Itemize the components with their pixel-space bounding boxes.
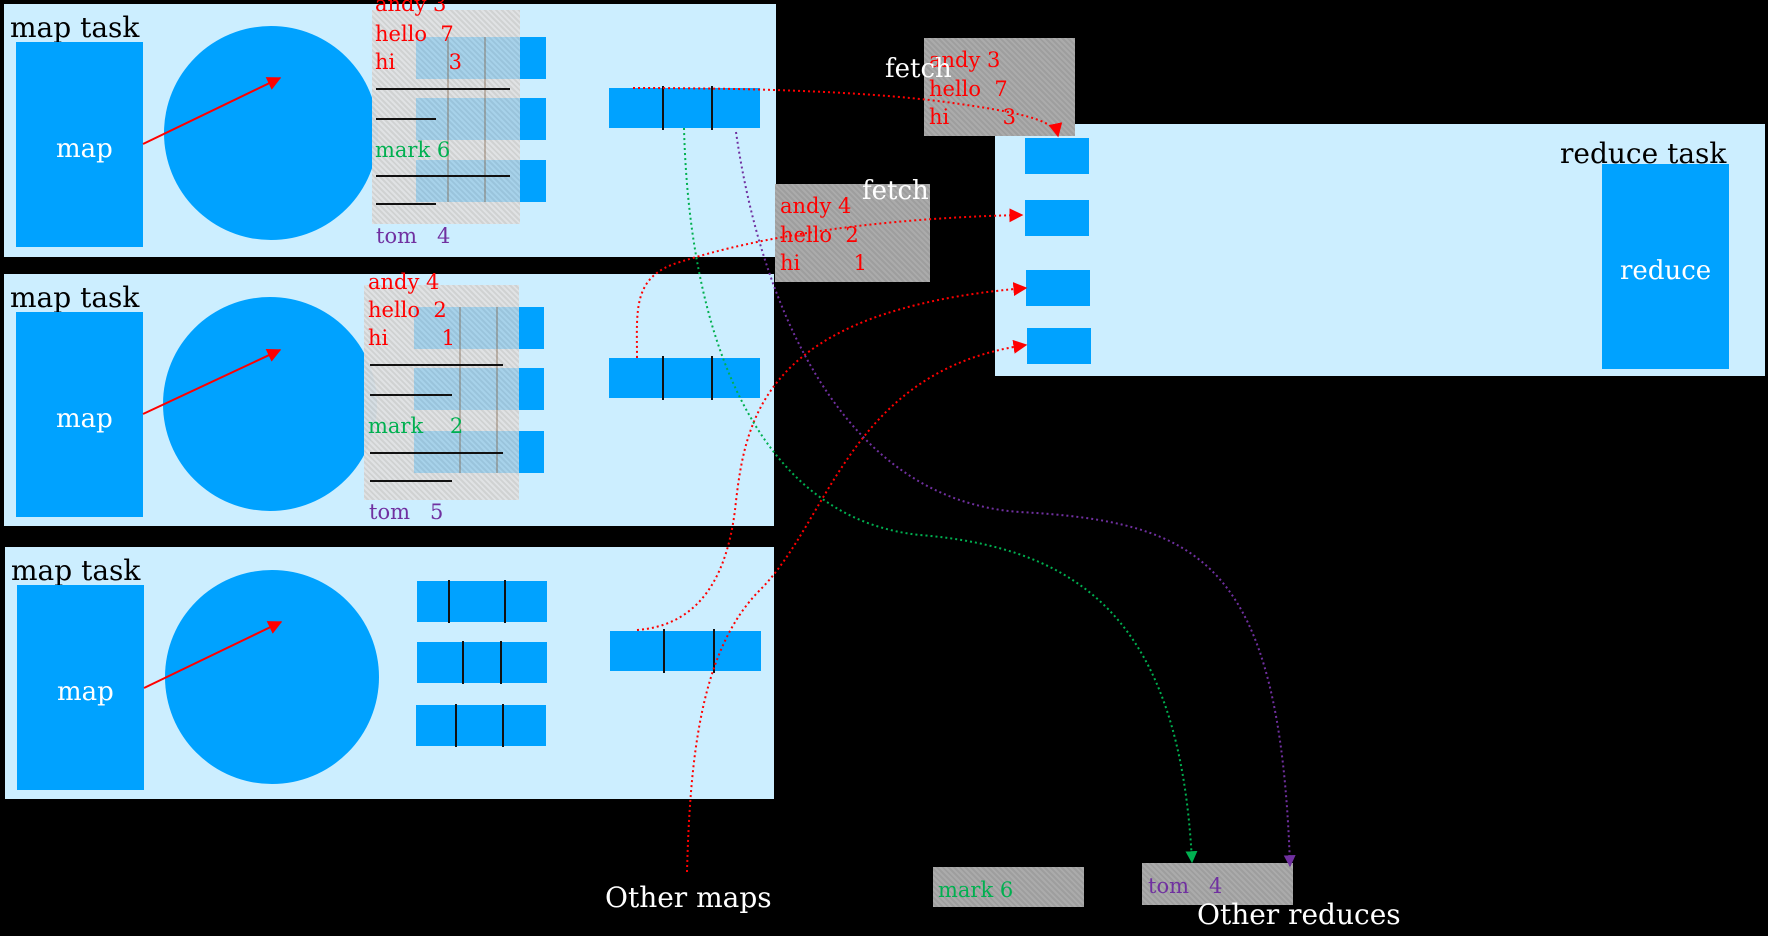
merged-output-3 bbox=[610, 631, 761, 671]
merged-output-2-divider-a bbox=[662, 356, 664, 400]
fetch-box-1-line-2: hello 7 bbox=[929, 77, 1008, 101]
spill-note-1-line-1: andy 3 bbox=[375, 0, 447, 16]
spill-partition-3c bbox=[416, 705, 546, 746]
spill-partition-3c-divider-b bbox=[502, 704, 504, 747]
fetch-path-2 bbox=[635, 208, 1024, 359]
fetch-box-2-line-2: hello 2 bbox=[780, 223, 859, 247]
spill-note-1-line-4: mark 6 bbox=[375, 138, 451, 162]
buffer-circle-2 bbox=[163, 297, 377, 511]
merged-output-1-divider-b bbox=[711, 86, 713, 130]
spill-note-1 bbox=[372, 10, 520, 224]
spill-note-2-line-4: mark 2 bbox=[368, 414, 464, 438]
spill-partition-3c-divider-a bbox=[455, 704, 457, 747]
spill-partition-3b-divider-b bbox=[500, 641, 502, 684]
map-block-2 bbox=[16, 312, 143, 517]
map-label-2: map bbox=[56, 404, 113, 434]
map-block-3 bbox=[17, 585, 144, 790]
spill-note-1-separator-4 bbox=[376, 203, 436, 206]
spill-note-1-line-2: hello 7 bbox=[375, 22, 454, 46]
merged-output-2 bbox=[609, 358, 760, 398]
spill-note-1-separator-1 bbox=[376, 88, 510, 91]
map-task-title-2: map task bbox=[10, 281, 140, 314]
mark-path-other-reduce bbox=[683, 127, 1198, 864]
merged-output-3-divider-b bbox=[713, 629, 715, 673]
spill-note-1-separator-2 bbox=[376, 118, 436, 121]
fetch-box-1 bbox=[924, 38, 1075, 136]
reduce-label: reduce bbox=[1620, 256, 1712, 286]
fetch-box-2-line-3: hi 1 bbox=[780, 251, 868, 275]
tom-path-other-reduce bbox=[735, 131, 1296, 868]
fetch-box-1-line-3: hi 3 bbox=[929, 105, 1017, 129]
spill-note-1-line-3: hi 3 bbox=[375, 50, 463, 74]
fetch-path-3 bbox=[636, 282, 1028, 631]
map-task-title-3: map task bbox=[11, 554, 141, 587]
spill-note-2-line-1: andy 4 bbox=[368, 270, 440, 294]
fetch-path-1 bbox=[632, 87, 1063, 138]
map-block-1 bbox=[16, 42, 143, 247]
bottom-box-mark-text: mark 6 bbox=[938, 878, 1014, 902]
map-to-buffer-arrow-3 bbox=[143, 621, 283, 689]
map-task-title-1: map task bbox=[10, 11, 140, 44]
bottom-box-tom-text: tom 4 bbox=[1148, 874, 1223, 898]
spill-partition-3b-divider-a bbox=[462, 641, 464, 684]
map-label-3: map bbox=[57, 677, 114, 707]
merged-output-1-divider-a bbox=[662, 86, 664, 130]
fetch-label-2: fetch bbox=[862, 176, 929, 206]
reduce-input-4 bbox=[1027, 328, 1091, 364]
bottom-box-mark bbox=[933, 867, 1084, 907]
spill-note-2-separator-2 bbox=[370, 394, 452, 397]
fetch-box-2-line-1: andy 4 bbox=[780, 194, 852, 218]
spill-note-1-separator-3 bbox=[376, 175, 510, 178]
spill-partition-3a bbox=[417, 581, 547, 622]
spill-note-2-line-3: hi 1 bbox=[368, 326, 456, 350]
spill-note-2-separator-3 bbox=[370, 452, 503, 455]
spill-partition-3a-divider-b bbox=[504, 580, 506, 623]
reduce-input-1 bbox=[1025, 138, 1089, 174]
reduce-block bbox=[1602, 164, 1729, 369]
spill-note-2-separator-4 bbox=[370, 480, 452, 483]
other-maps-label: Other maps bbox=[605, 881, 772, 914]
bottom-box-tom bbox=[1142, 863, 1293, 905]
buffer-circle-1 bbox=[164, 26, 378, 240]
merged-output-2-divider-b bbox=[711, 356, 713, 400]
reduce-task-title: reduce task bbox=[1560, 137, 1727, 170]
spill-note-2-separator-1 bbox=[370, 364, 503, 367]
merged-output-3-divider-a bbox=[663, 629, 665, 673]
map-to-buffer-arrow-2 bbox=[142, 348, 282, 415]
fetch-label-1: fetch bbox=[885, 54, 952, 84]
spill-note-1-line-5: tom 4 bbox=[376, 224, 451, 248]
fetch-path-other-maps bbox=[686, 339, 1028, 873]
spill-partition-3a-divider-a bbox=[448, 580, 450, 623]
spill-note-2-line-2: hello 2 bbox=[368, 298, 447, 322]
merged-output-1 bbox=[609, 88, 760, 128]
spill-partition-3b bbox=[417, 642, 547, 683]
map-to-buffer-arrow-1 bbox=[142, 77, 282, 145]
spill-note-2-line-5: tom 5 bbox=[369, 500, 444, 524]
fetch-box-1-line-1: andy 3 bbox=[929, 48, 1001, 72]
reduce-input-2 bbox=[1025, 200, 1089, 236]
other-reduces-label: Other reduces bbox=[1197, 898, 1401, 931]
spill-note-2 bbox=[364, 285, 519, 500]
reduce-input-3 bbox=[1026, 270, 1090, 306]
map-label-1: map bbox=[56, 134, 113, 164]
buffer-circle-3 bbox=[165, 570, 379, 784]
